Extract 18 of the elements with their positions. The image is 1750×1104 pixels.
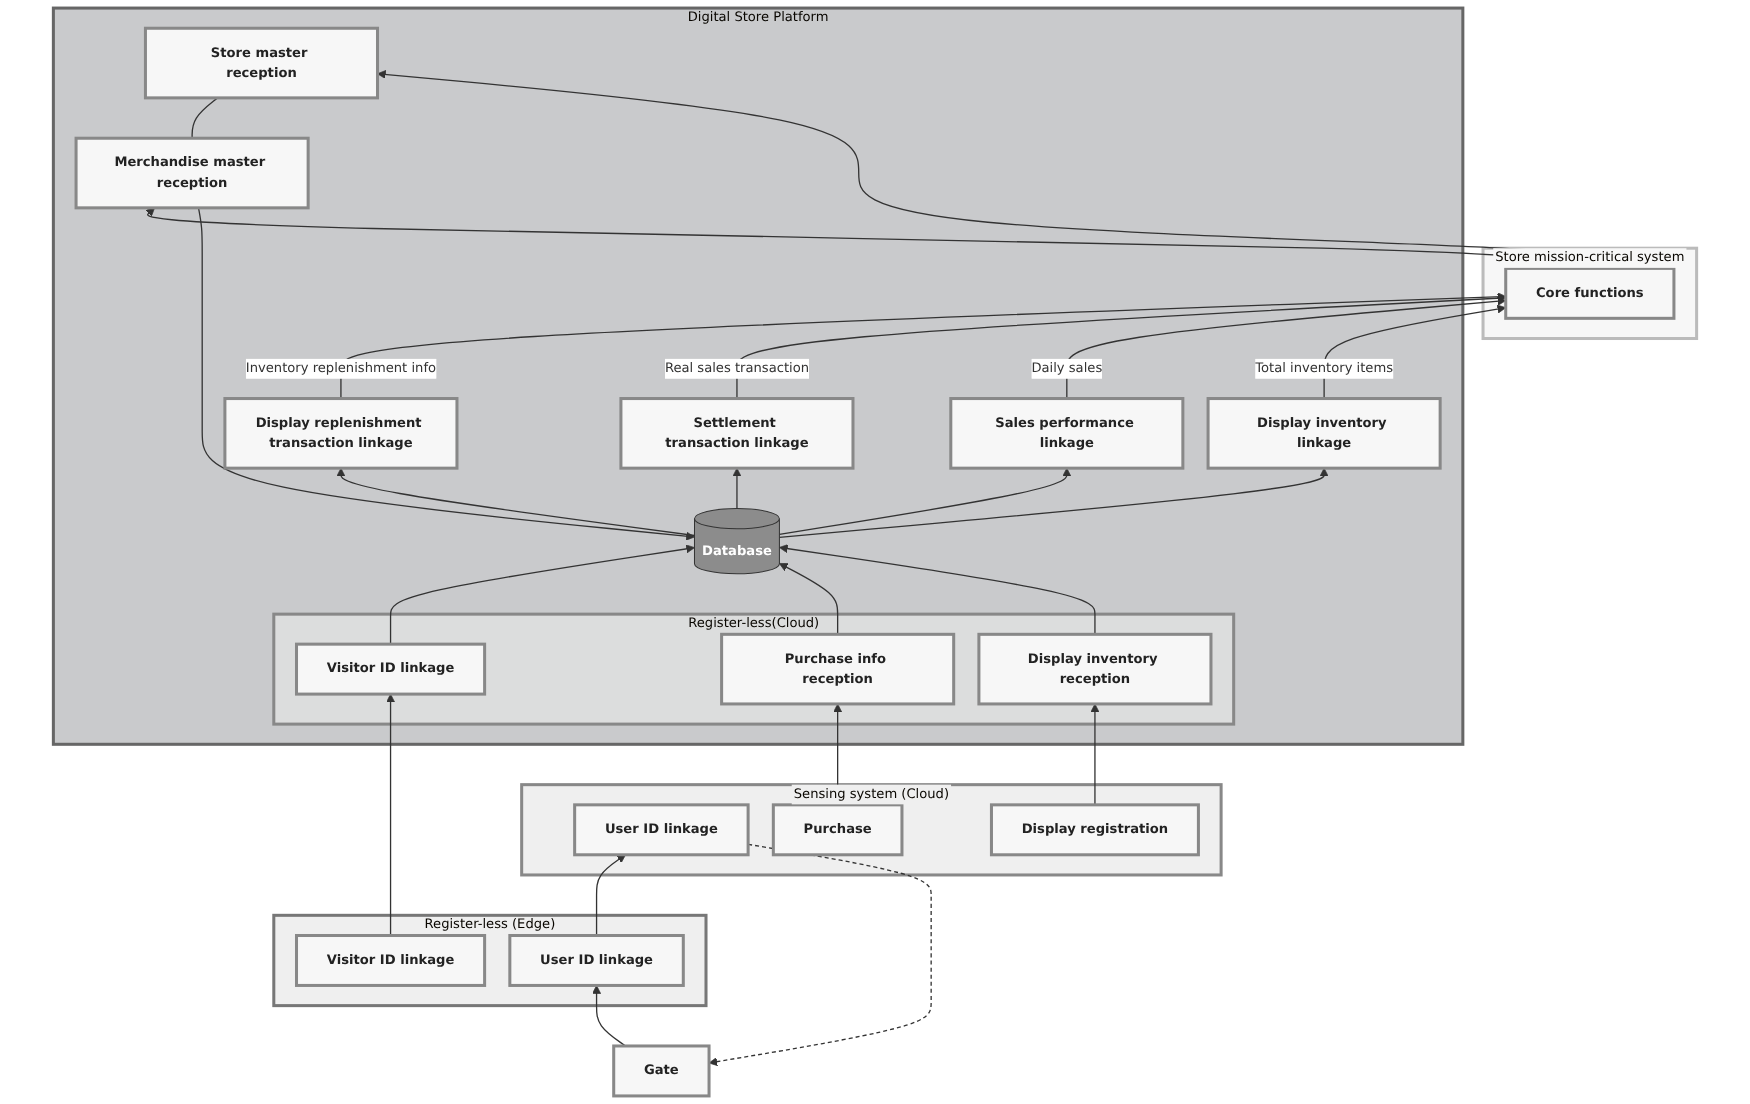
arrow <box>779 544 1096 635</box>
arrow <box>592 985 627 1047</box>
arrow <box>778 467 1329 538</box>
arrow <box>778 467 1072 535</box>
arrow <box>779 563 839 635</box>
arrow <box>732 467 742 510</box>
arrow <box>708 843 932 1067</box>
arrow <box>336 467 696 537</box>
arrow <box>595 854 626 937</box>
connector <box>191 97 219 139</box>
arrow <box>386 693 395 937</box>
arrow <box>1323 304 1507 400</box>
arrow <box>389 544 695 645</box>
arrow <box>1066 296 1507 400</box>
arrow <box>197 207 695 541</box>
arrow <box>736 293 1507 400</box>
arrow <box>1090 703 1100 806</box>
arrow <box>340 292 1507 400</box>
